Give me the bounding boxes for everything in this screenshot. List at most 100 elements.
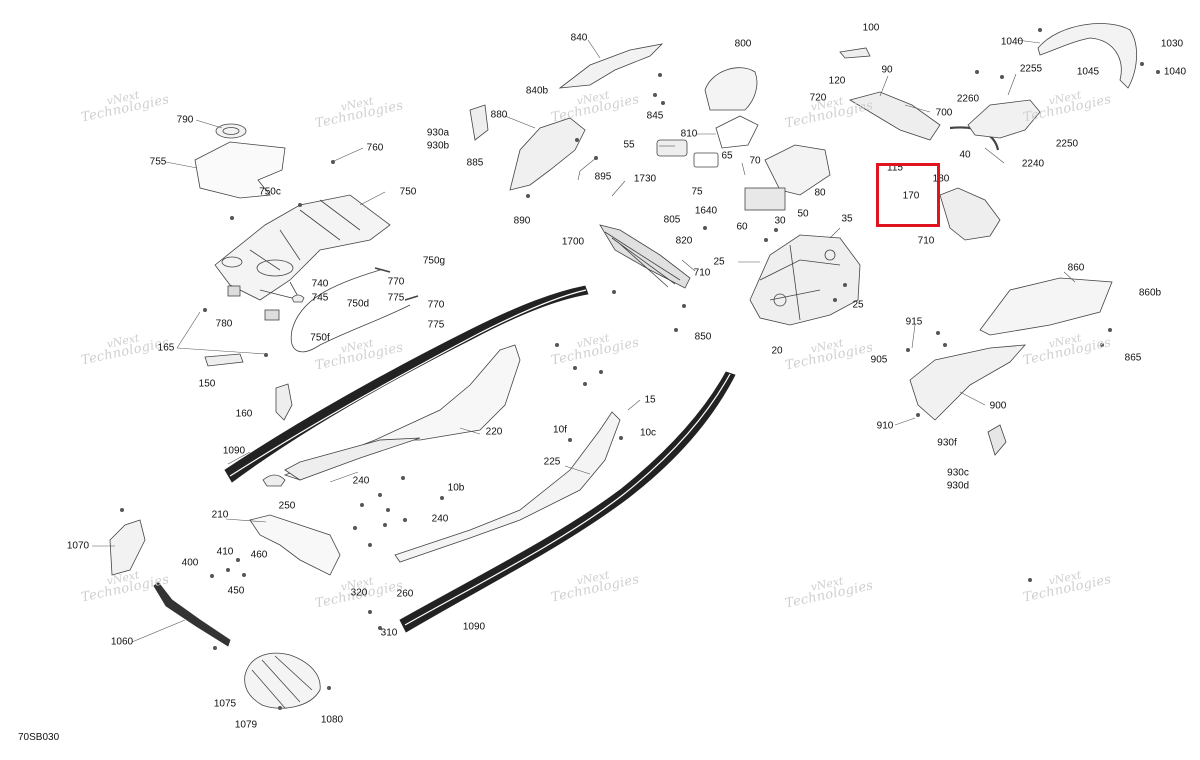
part-label[interactable]: 900	[989, 400, 1007, 412]
part-label[interactable]: 50	[797, 208, 809, 220]
part-label[interactable]: 1079	[234, 719, 258, 731]
part-label[interactable]: 25	[713, 256, 725, 268]
part-label[interactable]: 2260	[956, 93, 980, 105]
part-label[interactable]: 700	[935, 107, 953, 119]
part-label[interactable]: 1040	[1000, 36, 1024, 48]
part-label[interactable]: 915	[905, 316, 923, 328]
part-label[interactable]: 750c	[259, 186, 281, 198]
part-label[interactable]: 10c	[639, 427, 657, 439]
part-label[interactable]: 320	[350, 587, 368, 599]
part-label[interactable]: 65	[721, 150, 733, 162]
part-label[interactable]: 225	[543, 456, 561, 468]
part-label[interactable]: 850	[694, 331, 712, 343]
part-label[interactable]: 930d	[946, 480, 970, 492]
part-label[interactable]: 750g	[422, 255, 446, 267]
part-label[interactable]: 220	[485, 426, 503, 438]
part-label[interactable]: 70	[749, 155, 761, 167]
part-label[interactable]: 20	[771, 345, 783, 357]
part-label[interactable]: 10f	[553, 424, 567, 436]
part-label[interactable]: 930a	[426, 127, 450, 139]
part-label[interactable]: 1090	[222, 445, 246, 457]
part-label[interactable]: 1700	[561, 236, 585, 248]
part-label[interactable]: 450	[227, 585, 245, 597]
part-label[interactable]: 2255	[1019, 63, 1043, 75]
part-label[interactable]: 770	[427, 299, 445, 311]
part-label[interactable]: 755	[149, 156, 167, 168]
part-label[interactable]: 35	[841, 213, 853, 225]
part-label[interactable]: 2240	[1021, 158, 1045, 170]
part-label[interactable]: 1070	[66, 540, 90, 552]
part-label[interactable]: 30	[774, 215, 786, 227]
part-label[interactable]: 60	[736, 221, 748, 233]
part-label[interactable]: 750f	[310, 332, 330, 344]
part-label[interactable]: 710	[693, 267, 711, 279]
part-label[interactable]: 840b	[525, 85, 549, 97]
part-label[interactable]: 25	[852, 299, 864, 311]
part-label[interactable]: 55	[623, 139, 635, 151]
part-label[interactable]: 410	[216, 546, 234, 558]
part-label[interactable]: 790	[176, 114, 194, 126]
part-label[interactable]: 805	[663, 214, 681, 226]
part-label[interactable]: 1640	[694, 205, 718, 217]
part-label[interactable]: 845	[646, 110, 664, 122]
part-label[interactable]: 710	[917, 235, 935, 247]
part-label[interactable]: 750d	[346, 298, 370, 310]
part-label[interactable]: 120	[828, 75, 846, 87]
part-label[interactable]: 240	[431, 513, 449, 525]
part-label[interactable]: 460	[250, 549, 268, 561]
part-label[interactable]: 1080	[320, 714, 344, 726]
part-label[interactable]: 1040	[1163, 66, 1187, 78]
part-label[interactable]: 1060	[110, 636, 134, 648]
part-label[interactable]: 15	[644, 394, 656, 406]
part-label[interactable]: 760	[366, 142, 384, 154]
part-label[interactable]: 800	[734, 38, 752, 50]
part-label[interactable]: 930c	[947, 467, 969, 479]
part-label[interactable]: 160	[235, 408, 253, 420]
part-label[interactable]: 210	[211, 509, 229, 521]
part-label[interactable]: 860b	[1138, 287, 1162, 299]
part-label[interactable]: 1090	[462, 621, 486, 633]
part-label[interactable]: 75	[691, 186, 703, 198]
part-label[interactable]: 890	[513, 215, 531, 227]
part-label[interactable]: 865	[1124, 352, 1142, 364]
part-label[interactable]: 400	[181, 557, 199, 569]
part-label[interactable]: 885	[466, 157, 484, 169]
part-label[interactable]: 10b	[447, 482, 465, 494]
part-label[interactable]: 115	[887, 162, 903, 174]
part-label[interactable]: 250	[278, 500, 296, 512]
part-label[interactable]: 810	[680, 128, 698, 140]
part-label[interactable]: 150	[198, 378, 216, 390]
part-label[interactable]: 2250	[1055, 138, 1079, 150]
part-label[interactable]: 910	[876, 420, 894, 432]
part-label[interactable]: 1075	[213, 698, 237, 710]
part-label[interactable]: 1730	[633, 173, 657, 185]
part-label[interactable]: 880	[490, 109, 508, 121]
part-label[interactable]: 930b	[426, 140, 450, 152]
part-label[interactable]: 770	[387, 276, 405, 288]
part-label[interactable]: 840	[570, 32, 588, 44]
part-label[interactable]: 750	[399, 186, 417, 198]
part-label[interactable]: 1030	[1160, 38, 1184, 50]
part-label[interactable]: 310	[380, 627, 398, 639]
part-label[interactable]: 40	[959, 149, 971, 161]
part-label[interactable]: 780	[215, 318, 233, 330]
part-label[interactable]: 740	[311, 278, 329, 290]
part-label[interactable]: 930f	[937, 437, 957, 449]
part-label[interactable]: 720	[809, 92, 827, 104]
part-label[interactable]: 895	[594, 171, 612, 183]
part-label[interactable]: 775	[387, 292, 405, 304]
part-label[interactable]: 775	[427, 319, 445, 331]
part-label[interactable]: 905	[870, 354, 888, 366]
part-label[interactable]: 240	[352, 475, 370, 487]
part-label[interactable]: 860	[1067, 262, 1085, 274]
part-label[interactable]: 260	[396, 588, 414, 600]
part-label[interactable]: 100	[862, 22, 880, 34]
part-label[interactable]: 745	[311, 292, 329, 304]
part-label[interactable]: 165	[157, 342, 175, 354]
part-label[interactable]: 180	[932, 173, 950, 185]
part-label[interactable]: 170	[902, 190, 920, 202]
part-label[interactable]: 820	[675, 235, 693, 247]
part-label[interactable]: 80	[814, 187, 826, 199]
part-label[interactable]: 1045	[1076, 66, 1100, 78]
part-label[interactable]: 90	[881, 64, 893, 76]
